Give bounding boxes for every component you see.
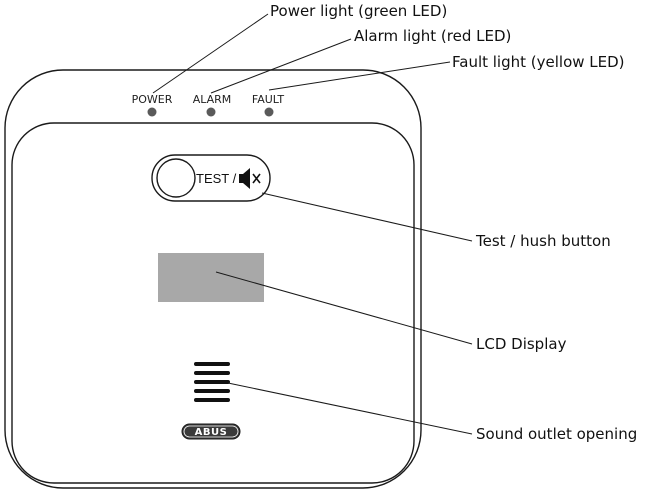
alarm-led-label: ALARM: [193, 93, 232, 106]
fault-led: [264, 107, 274, 117]
leader-fault: [268, 61, 451, 91]
logo-text: ABUS: [195, 427, 228, 438]
speaker-mute-icon: [239, 168, 261, 189]
sound-outlet-slots: [194, 362, 230, 402]
button-label: TEST /: [196, 171, 237, 186]
alarm-led: [206, 107, 216, 117]
device-outer-body: [4, 69, 422, 489]
callout-power-light: Power light (green LED): [270, 2, 448, 20]
leader-power: [152, 13, 269, 94]
leader-lcd: [215, 271, 473, 345]
callout-alarm-light: Alarm light (red LED): [354, 27, 512, 45]
leader-test-hush: [261, 192, 473, 242]
abus-logo: ABUS: [181, 423, 241, 440]
callout-sound-outlet: Sound outlet opening: [476, 425, 638, 443]
leader-sound-outlet: [227, 382, 473, 435]
power-led-label: POWER: [132, 93, 173, 106]
fault-led-label: FAULT: [252, 93, 285, 106]
callout-fault-light: Fault light (yellow LED): [452, 53, 625, 71]
callout-test-hush: Test / hush button: [476, 232, 611, 250]
test-hush-button[interactable]: TEST /: [151, 154, 271, 202]
power-led: [147, 107, 157, 117]
device-inner-face: [11, 122, 415, 484]
button-knob: [156, 158, 196, 198]
callout-lcd: LCD Display: [476, 335, 567, 353]
leader-alarm: [210, 38, 352, 94]
lcd-display: [158, 253, 264, 302]
